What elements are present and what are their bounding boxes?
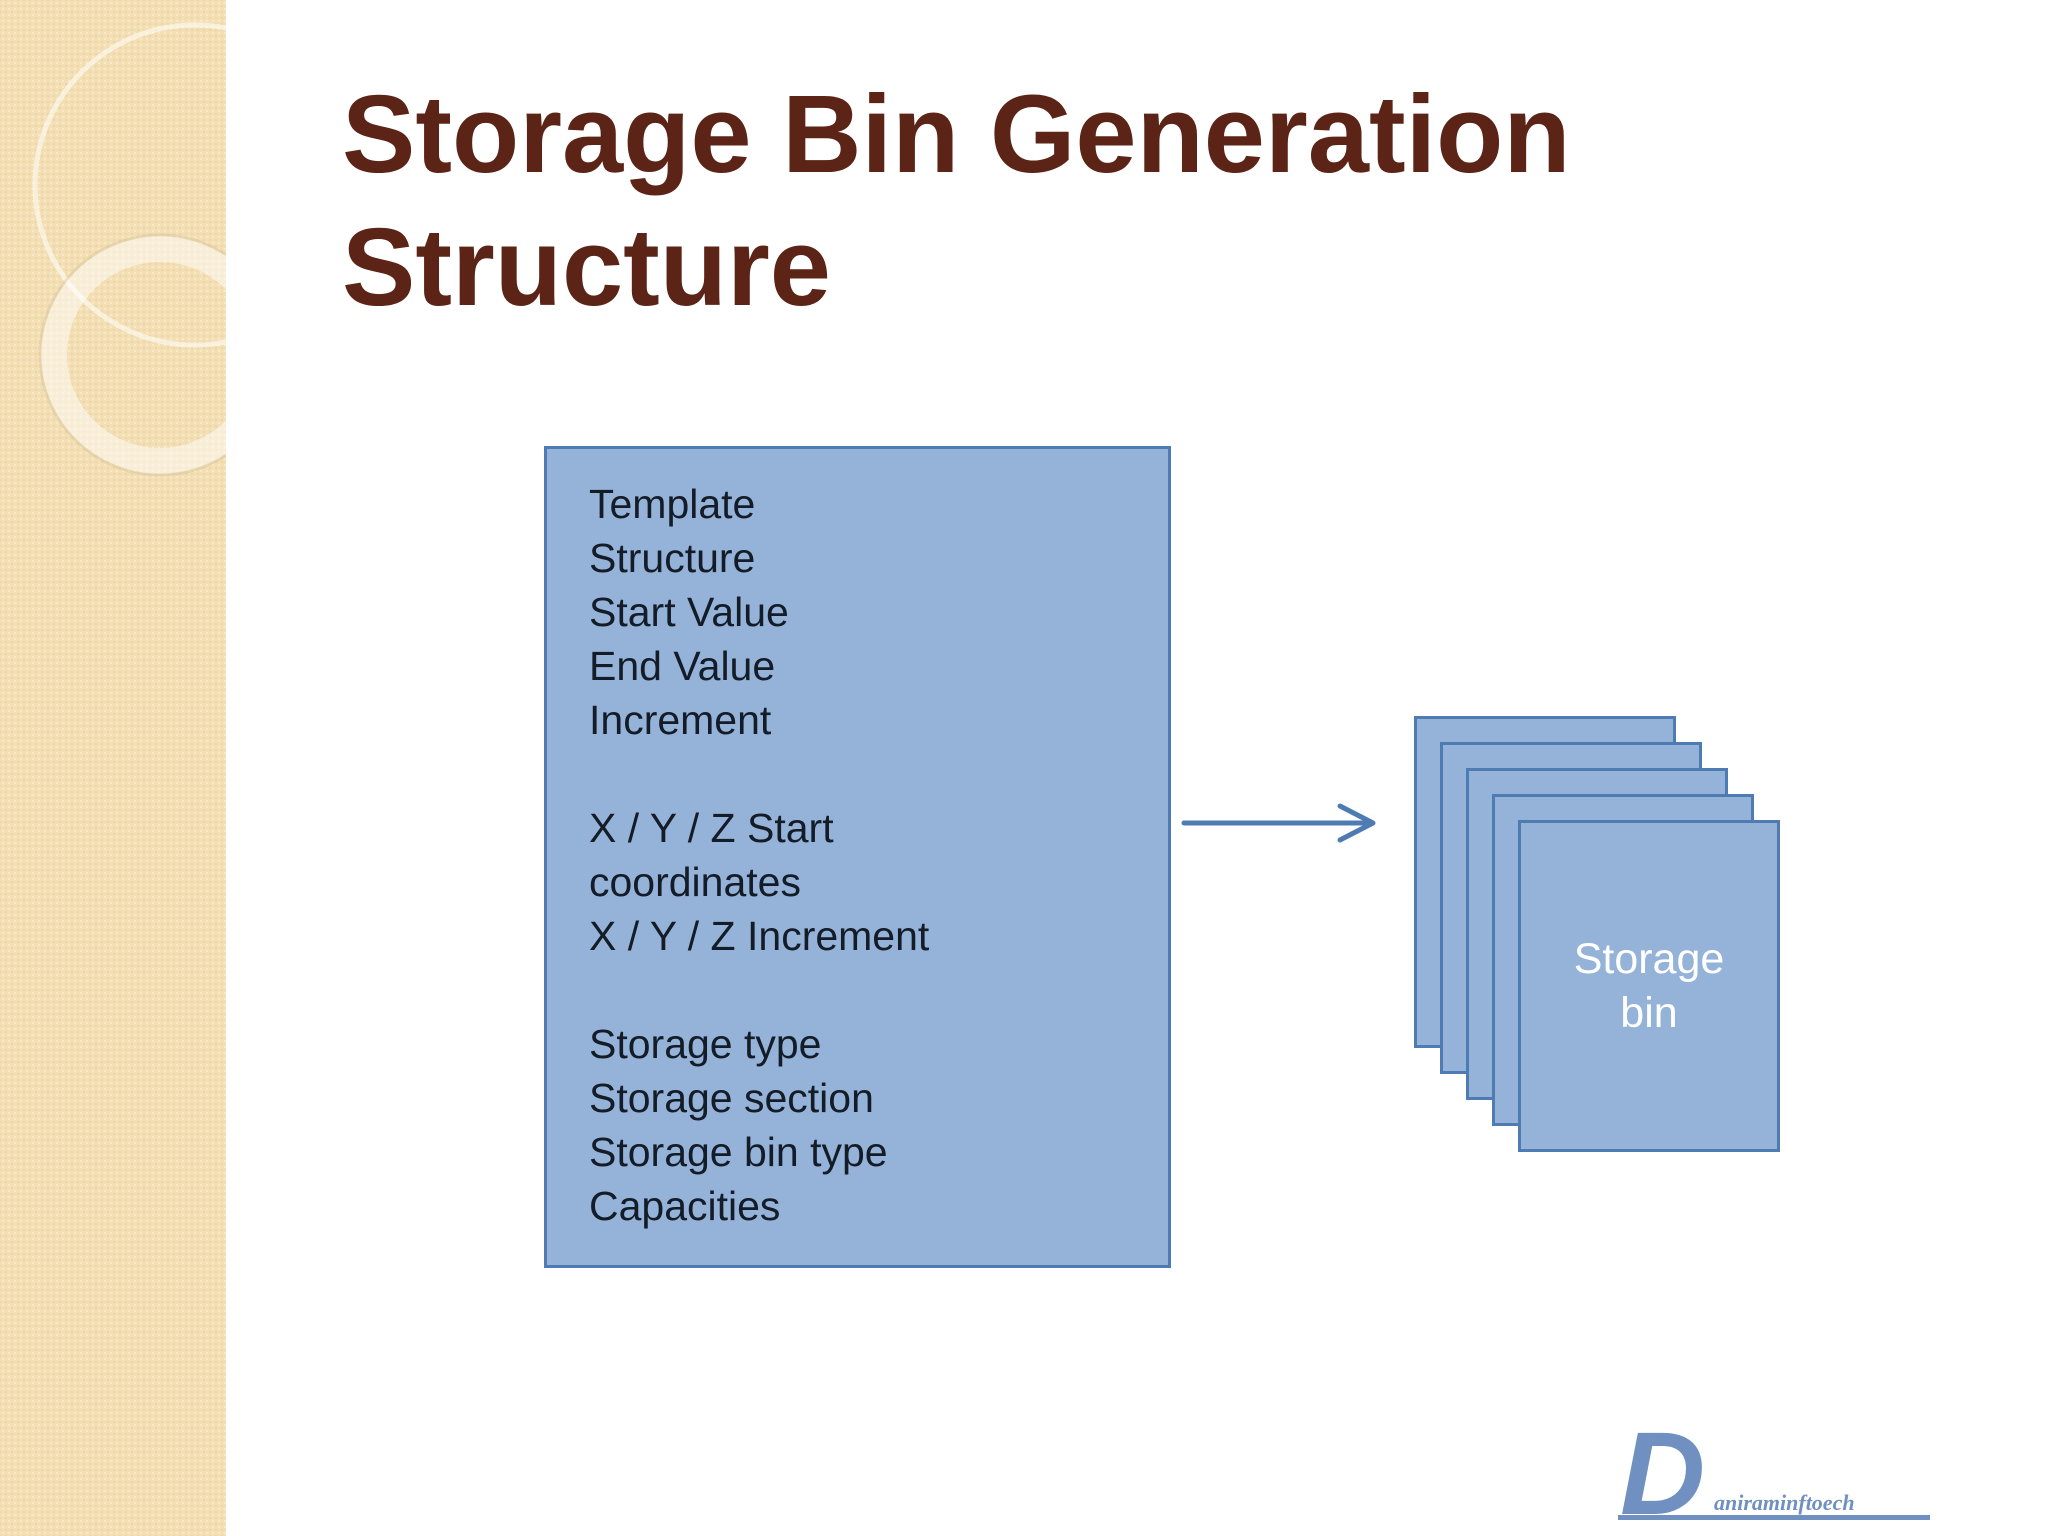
storage-bin-label-line1: Storage: [1573, 935, 1725, 983]
template-parameters-group: Template Structure Start Value End Value…: [589, 477, 1168, 747]
daniraminftoech-logo: D aniraminftoech: [1618, 1422, 1930, 1522]
param-template: Template: [589, 481, 756, 527]
param-start-value: Start Value: [589, 589, 789, 635]
param-storage-type: Storage type: [589, 1021, 822, 1067]
param-structure: Structure: [589, 535, 756, 581]
storage-parameters-group: Storage type Storage section Storage bin…: [589, 1017, 1168, 1233]
param-capacities: Capacities: [589, 1183, 781, 1229]
coordinate-parameters-group: X / Y / Z Start coordinates X / Y / Z In…: [589, 801, 1168, 963]
storage-bin-label-line2: bin: [1620, 989, 1678, 1037]
slide-title-line2: Structure: [342, 206, 831, 329]
param-storage-section: Storage section: [589, 1075, 874, 1121]
param-increment: Increment: [589, 697, 772, 743]
storage-bin-card-front: Storage bin: [1518, 820, 1780, 1152]
param-storage-bin-type: Storage bin type: [589, 1129, 888, 1175]
logo-underline: [1618, 1515, 1930, 1520]
param-xyz-increment: X / Y / Z Increment: [589, 913, 930, 959]
storage-bin-stack: Storage bin: [1410, 712, 1790, 1162]
slide-title-line1: Storage Bin Generation: [342, 73, 1571, 196]
storage-bin-label: Storage bin: [1574, 932, 1725, 1040]
flow-arrow-icon: [1181, 803, 1376, 843]
logo-letter: D: [1620, 1422, 1705, 1522]
decorative-side-strip: [0, 0, 226, 1536]
generation-parameters-box: Template Structure Start Value End Value…: [544, 446, 1171, 1268]
param-coordinates: coordinates: [589, 859, 801, 905]
slide-title: Storage Bin Generation Structure: [342, 68, 1571, 334]
decorative-rings: [32, 22, 226, 477]
logo-text: aniraminftoech: [1714, 1490, 1855, 1515]
param-end-value: End Value: [589, 643, 776, 689]
param-xyz-start: X / Y / Z Start: [589, 805, 834, 851]
